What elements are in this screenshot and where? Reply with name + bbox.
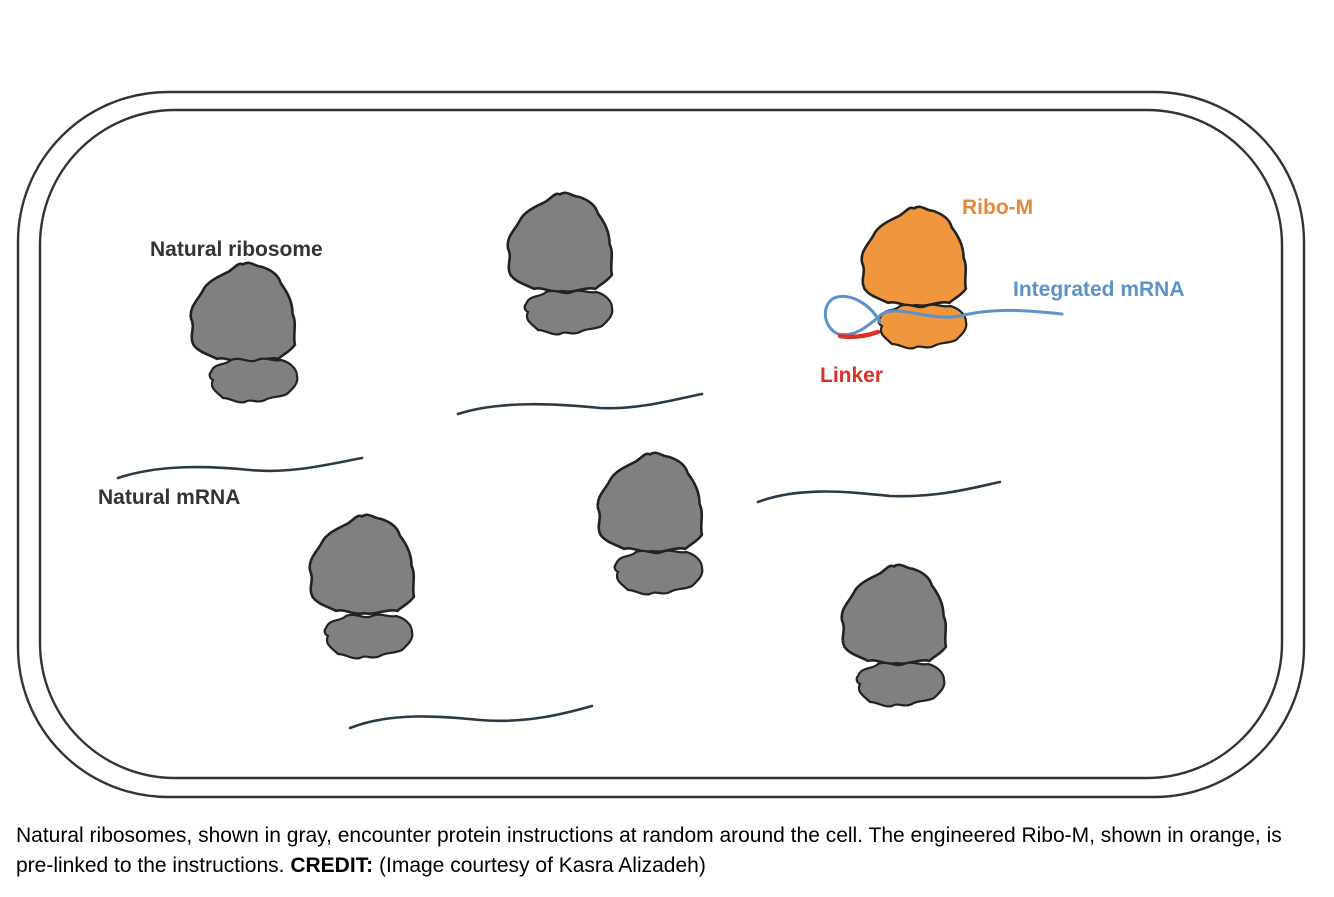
- ribosome-large-subunit: [308, 513, 416, 615]
- ribosome-small-subunit: [323, 613, 414, 660]
- natural-mrna-strand: [456, 392, 704, 416]
- integrated-mrna-strand: [823, 295, 1064, 337]
- figure-caption: Natural ribosomes, shown in gray, encoun…: [16, 821, 1316, 881]
- natural-ribosome: [840, 563, 948, 708]
- cell-outer-membrane: [16, 90, 1306, 799]
- natural-mrna-label: Natural mRNA: [98, 486, 240, 509]
- ribo-m-ribosome: [860, 205, 968, 350]
- integrated-mrna-label: Integrated mRNA: [1013, 278, 1185, 301]
- ribosome-large-subunit: [840, 563, 948, 665]
- ribosome-small-subunit: [855, 661, 946, 708]
- natural-ribosome: [506, 191, 614, 336]
- credit-text: (Image courtesy of Kasra Alizadeh): [379, 854, 706, 877]
- natural-mrna-strand: [348, 704, 594, 730]
- natural-ribosome: [596, 451, 704, 596]
- natural-ribosome: [189, 261, 299, 404]
- linker-segment: [837, 329, 881, 340]
- ribosome-large-subunit: [506, 191, 614, 293]
- caption-text: Natural ribosomes, shown in gray, encoun…: [16, 824, 1282, 877]
- ribosome-large-subunit: [189, 261, 297, 363]
- credit-label: CREDIT:: [290, 854, 374, 877]
- ribosome-large-subunit: [596, 451, 704, 553]
- ribosome-small-subunit: [523, 289, 614, 336]
- natural-mrna-strand: [116, 456, 364, 480]
- linker-label: Linker: [820, 364, 883, 387]
- natural-ribosome-label: Natural ribosome: [150, 238, 323, 261]
- ribo-m-label: Ribo-M: [962, 196, 1033, 219]
- cell-diagram: Natural ribosome Natural mRNA Ribo-M Int…: [16, 90, 1306, 799]
- natural-mrna-strand: [756, 480, 1002, 504]
- natural-ribosome: [308, 513, 416, 660]
- ribo-m-large-subunit: [860, 205, 968, 307]
- ribosome-small-subunit: [613, 549, 704, 596]
- ribosome-small-subunit: [208, 357, 299, 404]
- cell-inner-membrane: [38, 108, 1284, 780]
